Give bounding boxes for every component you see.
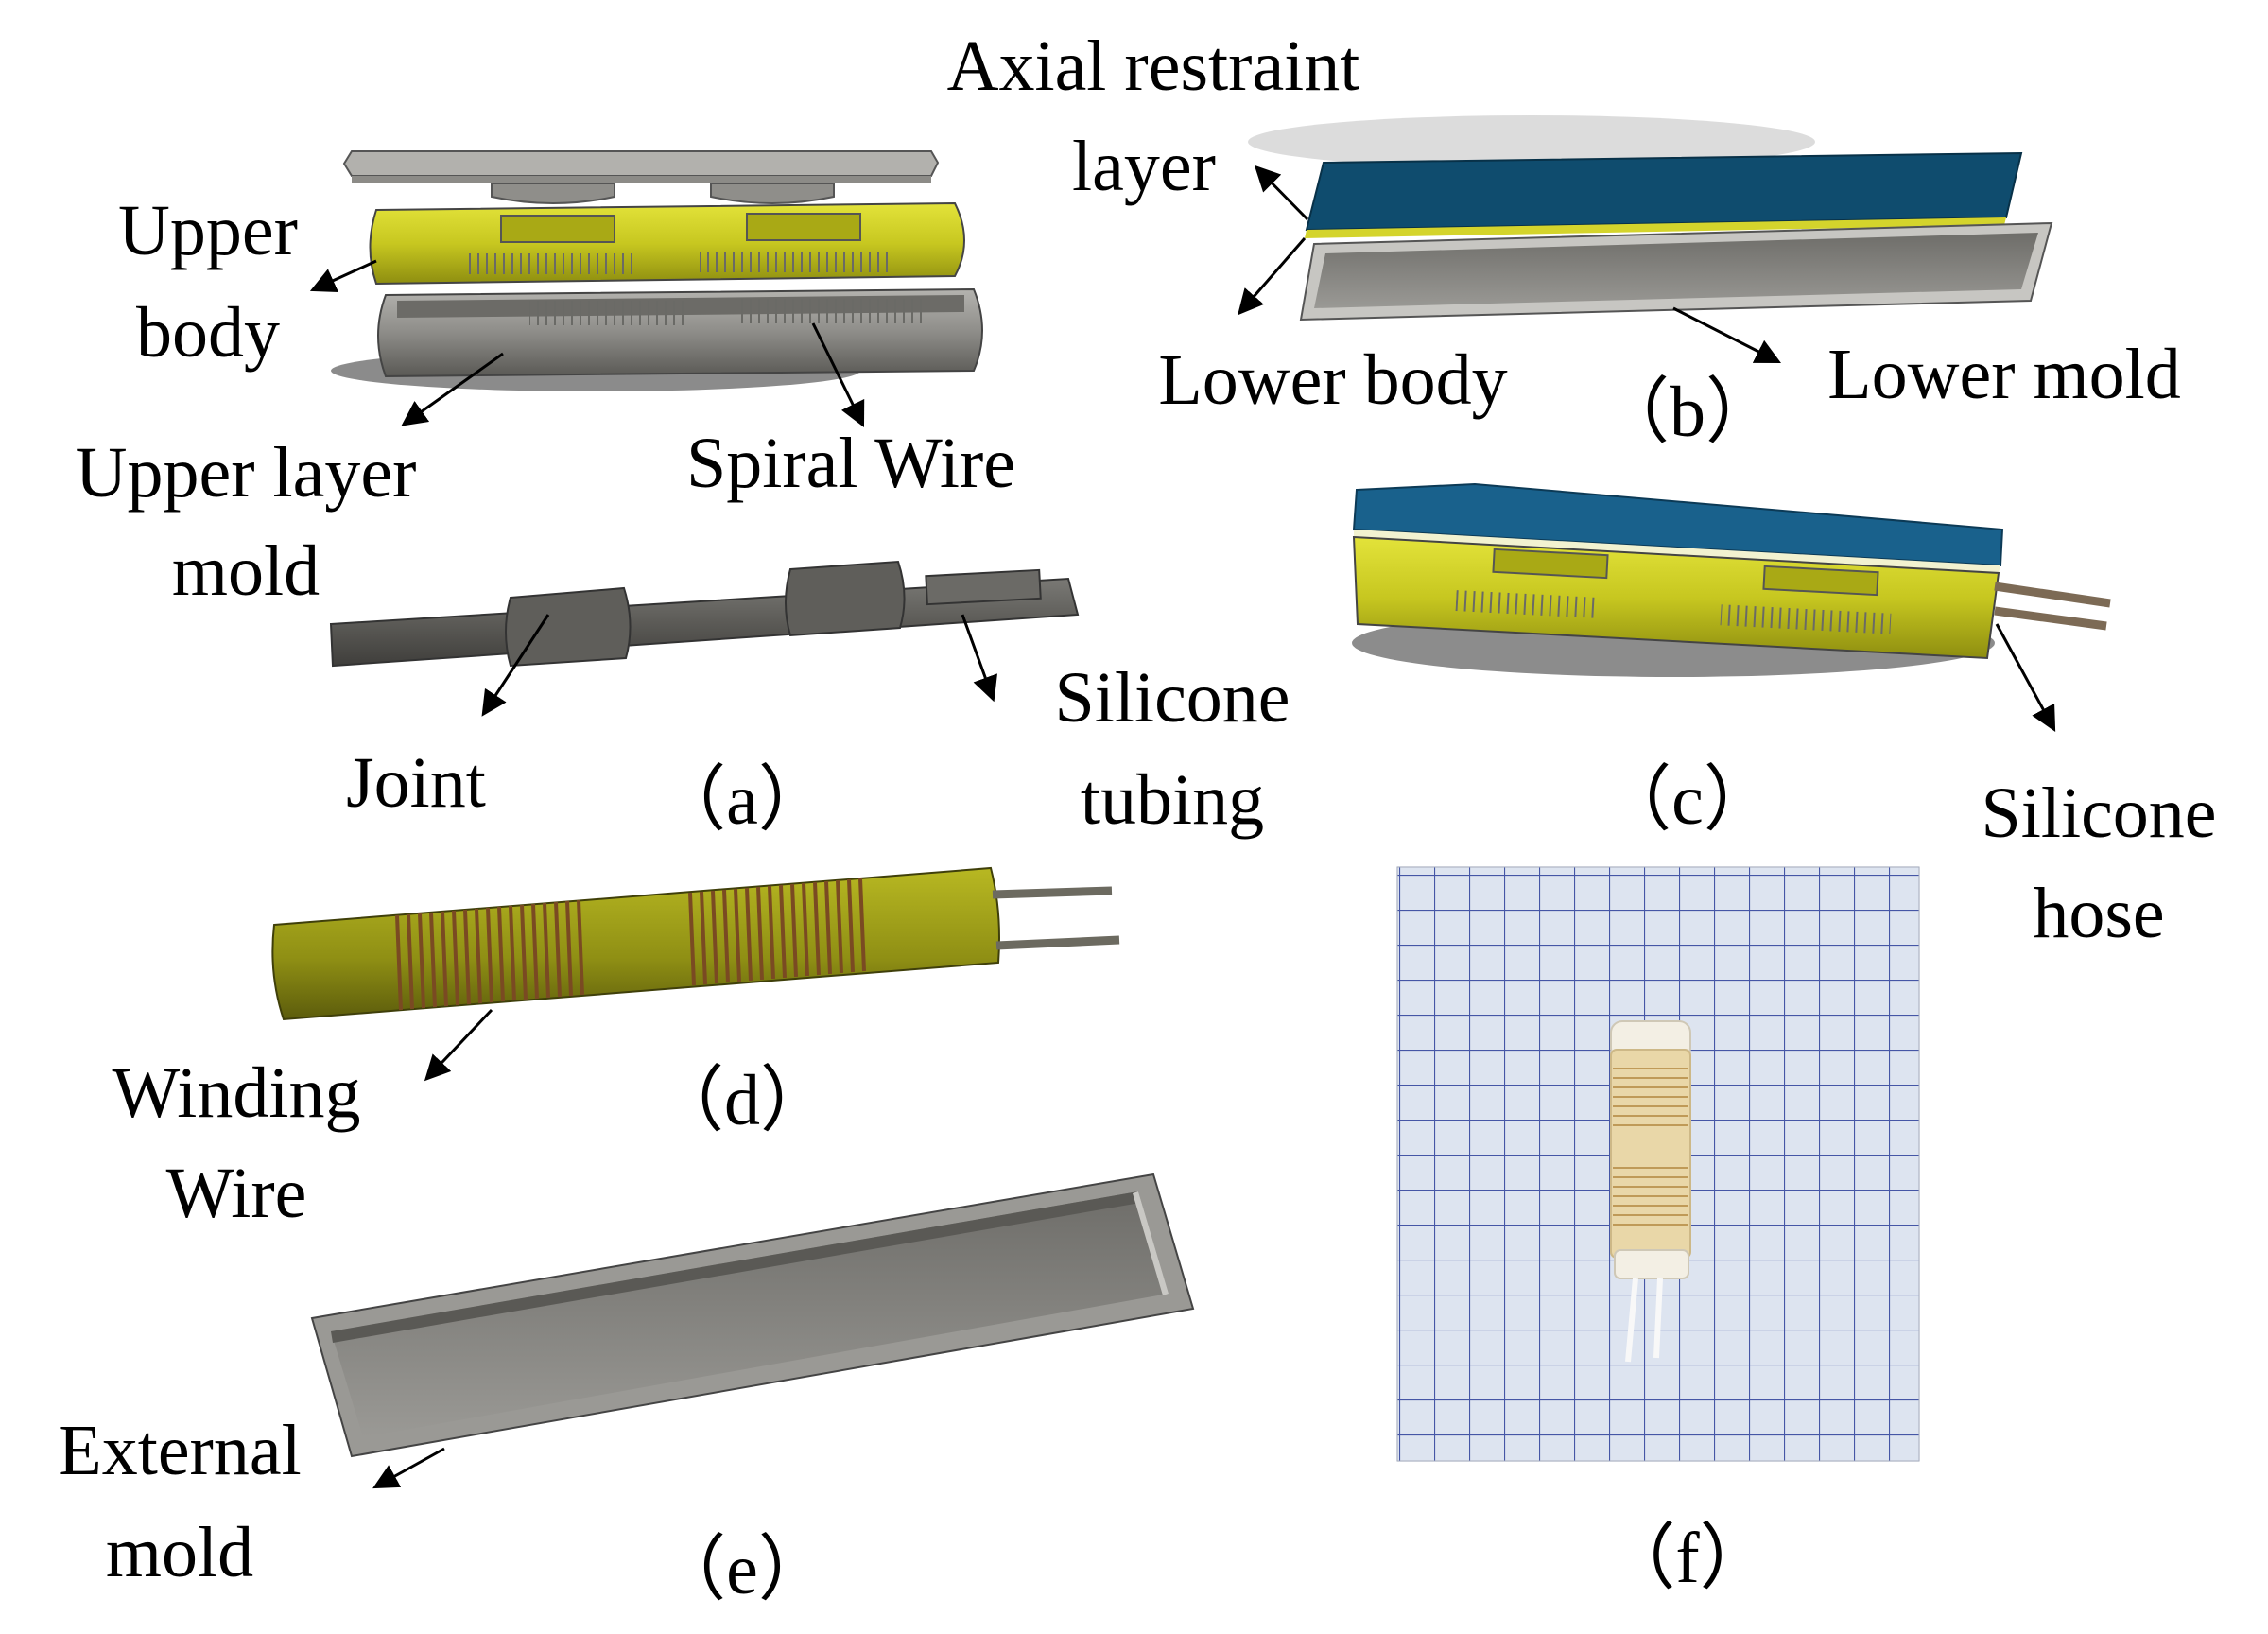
external-mold-label-line2: mold	[105, 1513, 254, 1592]
silicone-tubing-label-line2: tubing	[1080, 760, 1265, 840]
panel-d-illustration	[271, 866, 1120, 1021]
silicone-hose-label-line2: hose	[2033, 874, 2165, 953]
external-mold-label-line1: External	[58, 1411, 302, 1490]
panel-e-label: （e）	[654, 1530, 830, 1609]
blue-top-layer	[1352, 482, 2004, 567]
blue-restraint-layer	[1305, 151, 2023, 232]
upper-layer-mold-label-line2: mold	[171, 531, 320, 611]
photo-tube-2	[1653, 1278, 1663, 1359]
upper-body-label-line2: body	[136, 293, 280, 373]
photo-tube-1	[1625, 1278, 1638, 1363]
silicone-hose-label-line1: Silicone	[1981, 774, 2217, 853]
silicone-hose-tube-1	[1994, 582, 2111, 608]
photo-actuator-base	[1614, 1249, 1689, 1279]
panel-e-illustration	[310, 1173, 1195, 1458]
axial-restraint-label-line1: Axial restraint	[946, 26, 1360, 106]
olive-body-with-winding	[271, 866, 1000, 1021]
panel-a-illustration	[329, 150, 1080, 668]
panel-b-label: （b）	[1598, 373, 1777, 452]
photo-actuator-body	[1610, 1049, 1691, 1259]
winding-wire-label-line2: Wire	[165, 1154, 307, 1233]
winding-tube-1	[992, 886, 1113, 899]
annotation-arrows	[309, 165, 2056, 1489]
top-half-joint-2	[710, 183, 835, 204]
upper-layer-mold-label-line1: Upper layer	[75, 433, 417, 513]
spiral-wire-label: Spiral Wire	[685, 424, 1015, 503]
yellow-lower-body	[1305, 217, 2006, 238]
joint-label: Joint	[346, 743, 486, 823]
silicone-hose-tube-2	[1994, 606, 2107, 631]
panel-b-illustration	[1248, 115, 2053, 322]
panel-a-label: （a）	[654, 760, 830, 840]
panel-c-illustration	[1352, 482, 2111, 677]
lower-body-label: Lower body	[1158, 340, 1508, 420]
top-restraint-bar	[342, 150, 940, 177]
upper-body-label-line1: Upper	[118, 191, 298, 270]
axial-restraint-label-line2: layer	[1072, 127, 1216, 206]
lower-mold-label: Lower mold	[1827, 335, 2181, 414]
top-half-joint-1	[491, 183, 615, 204]
panel-f-label: （f）	[1603, 1519, 1772, 1598]
winding-wire-label-line1: Winding	[112, 1053, 361, 1133]
panel-d-label: （d）	[652, 1061, 832, 1140]
panel-f-photo	[1396, 866, 1920, 1462]
silicone-tubing-label-line1: Silicone	[1054, 658, 1290, 738]
panel-c-label: （c）	[1600, 760, 1775, 840]
winding-tube-2	[995, 935, 1120, 950]
